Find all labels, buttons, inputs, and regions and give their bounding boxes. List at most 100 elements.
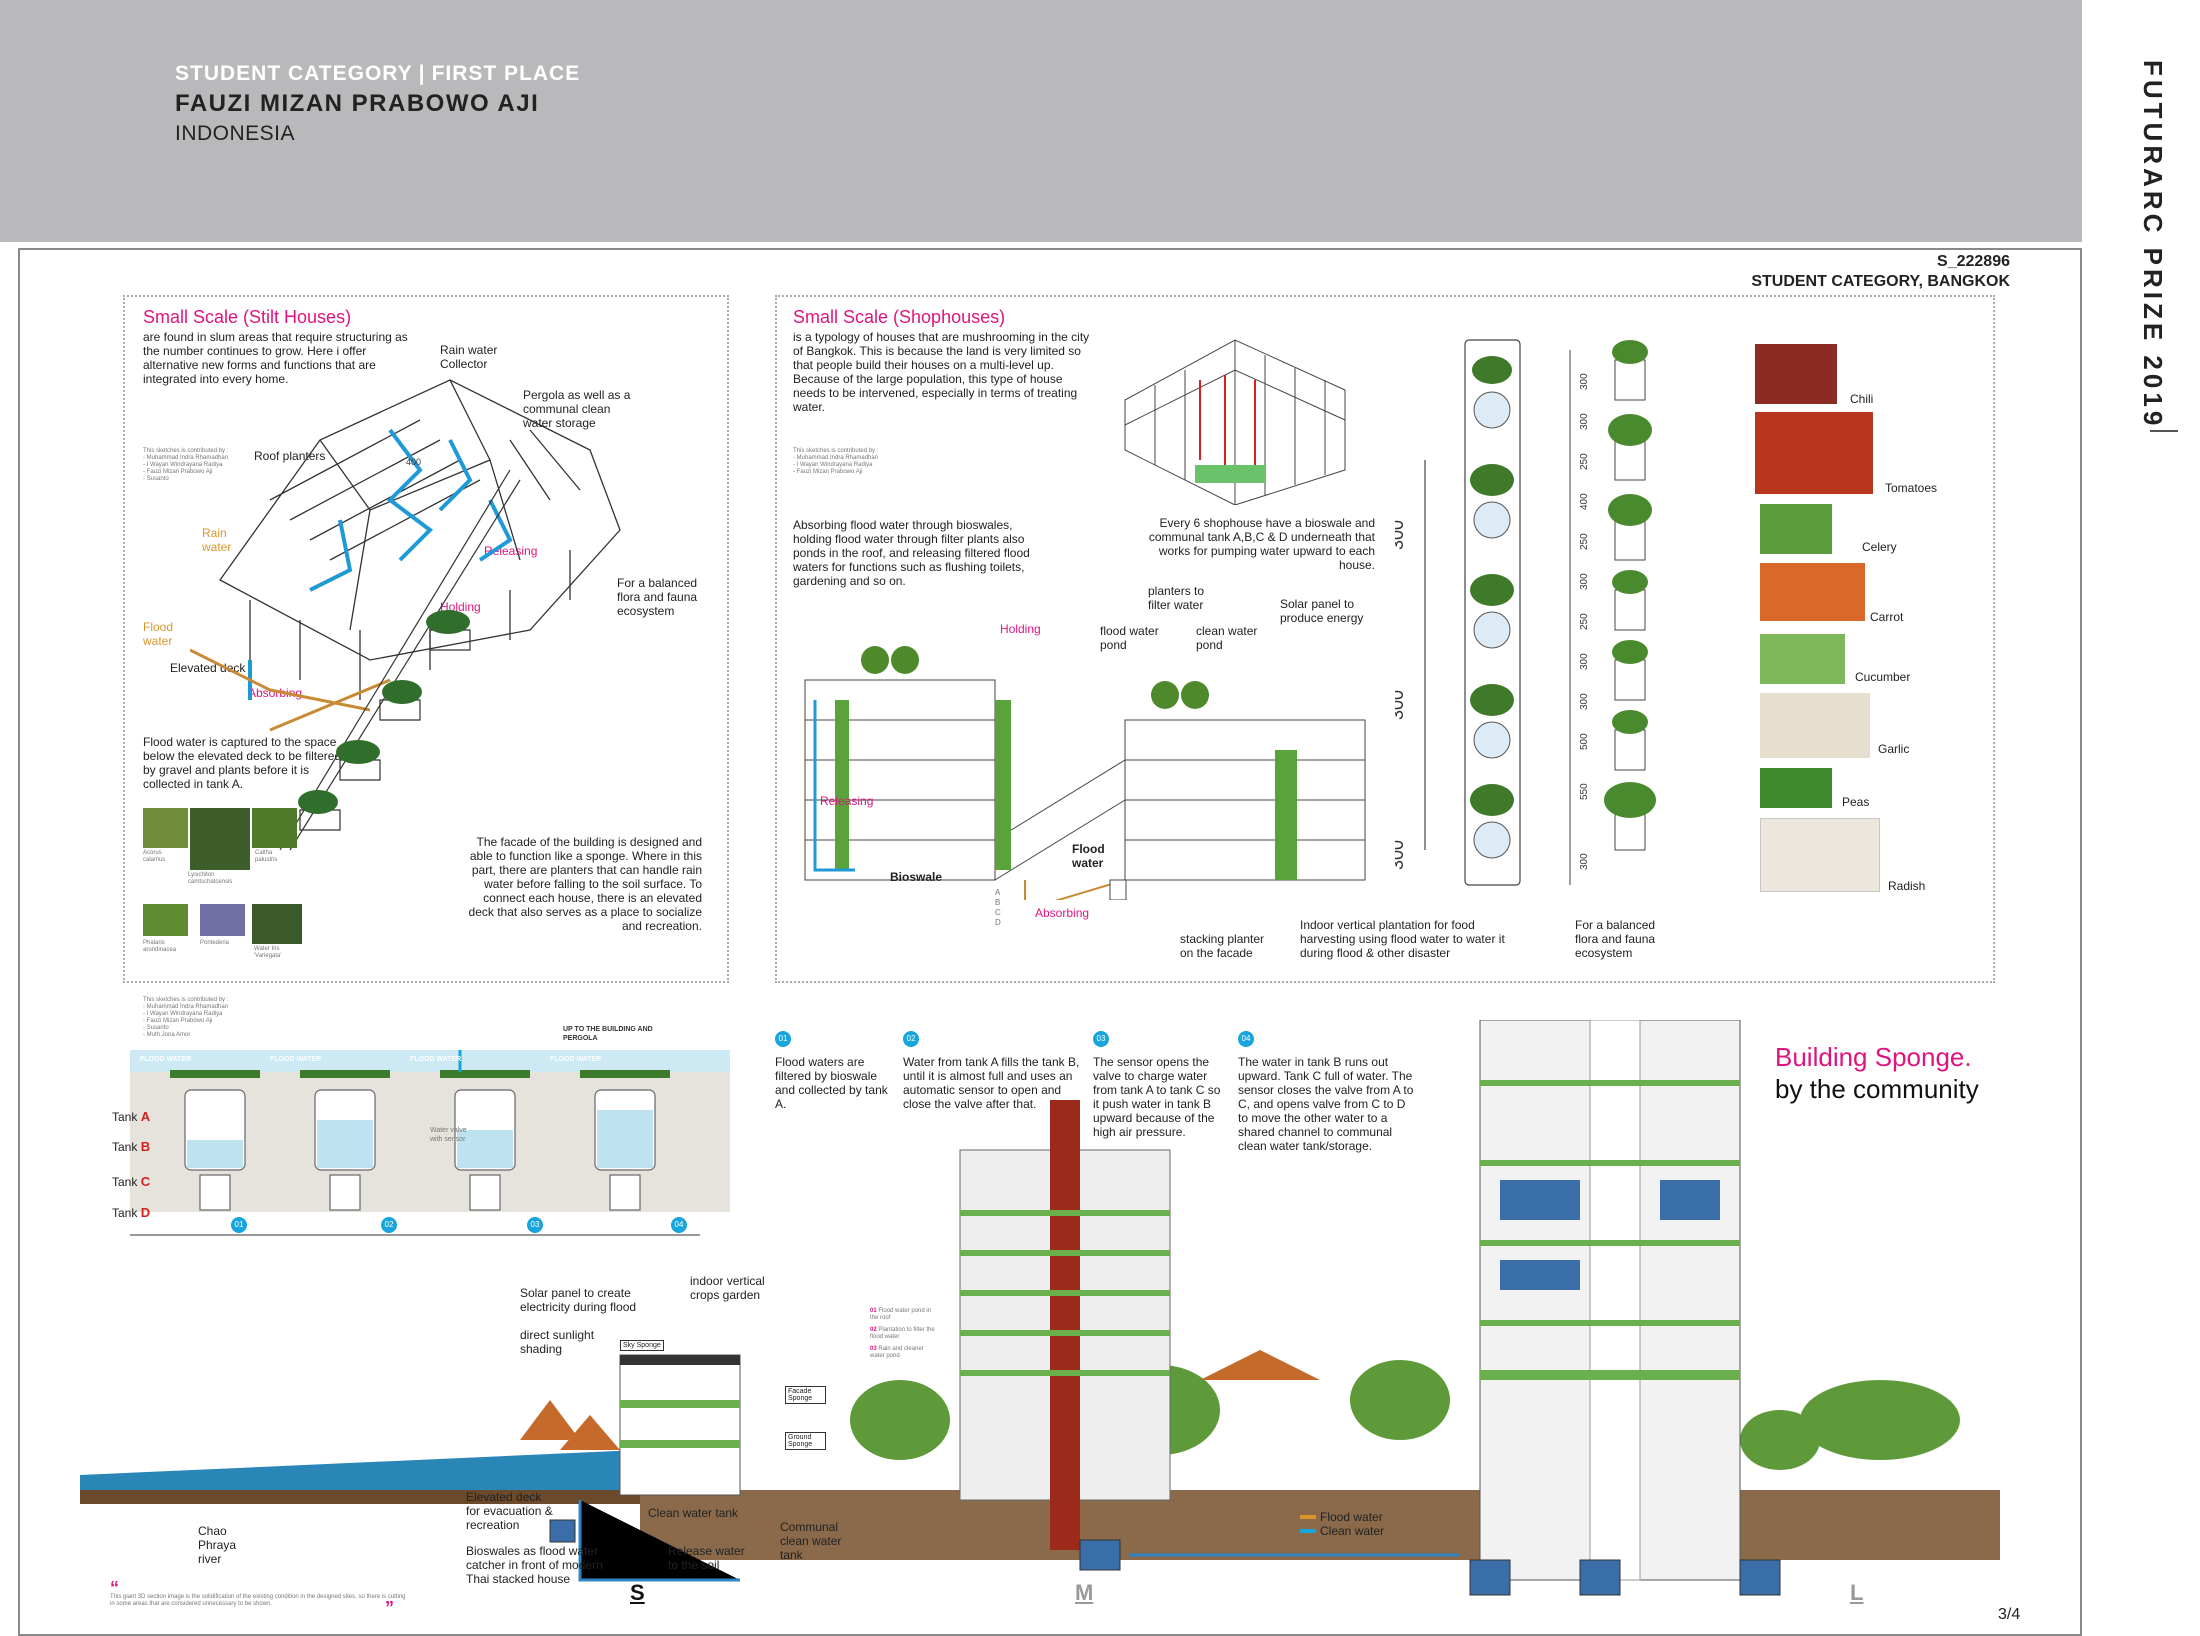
column-b-dim-12: 300 [1579, 853, 1590, 870]
vertical-planter-column-a: 300 300 300 [1395, 339, 1521, 886]
tank-section-diagram [130, 1050, 730, 1236]
category-separator: | [418, 62, 426, 85]
step-4-badge: 04 [1238, 1031, 1254, 1047]
bioswales-label: Bioswales as flood water catcher in fron… [466, 1544, 603, 1586]
section-trees [861, 646, 1209, 709]
section-quote: This giant 3D section image is the solid… [110, 1594, 406, 1607]
axon-red-pipes [1199, 375, 1256, 470]
plant-name-iris: Water Iris 'Variegata' [254, 946, 282, 959]
flood-water-band [130, 1050, 730, 1072]
tank-num-01: 01 [231, 1217, 247, 1233]
column-b-dim-11: 550 [1579, 783, 1590, 800]
column-a-pots [1473, 391, 1511, 859]
flood-swatch [1300, 1515, 1316, 1519]
scale-letter-s: S [630, 1580, 645, 1605]
section-solar-label: Solar panel to create electricity during… [520, 1286, 637, 1314]
sky-sponge-tag: Sky Sponge [620, 1340, 664, 1351]
veg-photo-chili [1755, 344, 1837, 404]
indoor-crops-label: indoor vertical crops garden [690, 1274, 765, 1302]
tank-contributors: This sketches is contributed by : - Muha… [143, 997, 229, 1038]
water-pipes [248, 428, 513, 700]
clean-pond-label: clean water pond [1196, 624, 1258, 652]
tank-a-label: Tank A [112, 1109, 151, 1125]
sponge-title: Building Sponge. [1775, 1042, 1972, 1072]
shop-balanced-label: For a balanced flora and fauna ecosystem [1575, 918, 1656, 960]
shop-releasing-label: Releasing [820, 794, 874, 808]
section-lines [804, 679, 1366, 881]
stacking-planter-label: stacking planter on the facade [1180, 932, 1265, 960]
section-tank [1109, 879, 1127, 900]
section-planters [835, 700, 1297, 880]
column-b-dim-9: 300 [1579, 693, 1590, 710]
step-4-text: The water in tank B runs out upward. Tan… [1238, 1055, 1414, 1153]
clean-swatch [1300, 1529, 1316, 1533]
column-b-plants [1604, 340, 1656, 818]
shop-absorbing-label: Absorbing [1035, 906, 1090, 920]
header-band [0, 0, 2082, 242]
sunlight-label: direct sunlight shading [520, 1328, 595, 1356]
flood-tag-2: FLOOD WATER [270, 1056, 322, 1063]
category-label: STUDENT CATEGORY [175, 62, 413, 85]
release-water-label: Release water to the soil [668, 1544, 745, 1572]
veg-label-cucumber: Cucumber [1855, 670, 1911, 684]
stilt-intro: are found in slum areas that require str… [143, 330, 408, 386]
shophouse-title: Small Scale (Shophouses) [793, 307, 1006, 327]
section-flood-flow [1024, 879, 1126, 900]
stilt-title: Small Scale (Stilt Houses) [143, 307, 352, 327]
facade-plants [298, 610, 470, 814]
tank-num-04: 04 [671, 1217, 687, 1233]
step-3-text: The sensor opens the valve to charge wat… [1093, 1055, 1221, 1139]
indoor-vertical-label: Indoor vertical plantation for food harv… [1300, 918, 1505, 960]
veg-label-celery: Celery [1862, 540, 1897, 554]
rain-collector-label: Rain water Collector [440, 343, 498, 371]
stilt-house-sketch: 400 [190, 379, 621, 851]
water-pipes [578, 1500, 1460, 1582]
planters-filter-label: planters to filter water [1148, 584, 1205, 612]
veg-photo-peas [1760, 768, 1832, 808]
section-key: 01 Flood water pond in the roof 02 Plant… [870, 1308, 935, 1359]
dim-400: 400 [406, 457, 421, 467]
column-a-plants [1470, 356, 1514, 816]
veg-label-chili: Chili [1850, 392, 1874, 406]
shophouse-intro: is a typology of houses that are mushroo… [793, 330, 1090, 414]
plant-photo-phalaris [143, 904, 188, 936]
water-legend: Flood water Clean water [1300, 1510, 1384, 1538]
shop-flood-water-label: Flood water [1072, 842, 1105, 870]
column-b-dim-1: 300 [1579, 373, 1590, 390]
flood-tag-1: FLOOD WATER [140, 1056, 192, 1063]
plant-name-acorus: Acorus calamus [143, 850, 166, 863]
plant-name-phalaris: Phalaris arundinacea [143, 940, 177, 953]
flood-captured-text: Flood water is captured to the space bel… [143, 735, 342, 791]
bioswale-label: Bioswale [890, 870, 943, 884]
roof-planters-label: Roof planters [254, 449, 326, 463]
step-1-text: Flood waters are filtered by bioswale an… [775, 1055, 888, 1111]
column-b-dim-4: 400 [1579, 493, 1590, 510]
tank-d-label: Tank D [112, 1205, 151, 1221]
up-to-building-label: UP TO THE BUILDING AND PERGOLA [563, 1026, 653, 1042]
author-country: INDONESIA [175, 122, 296, 145]
medium-tower [959, 1100, 1171, 1550]
column-b-dim-7: 250 [1579, 613, 1590, 630]
step-1-badge: 01 [775, 1031, 791, 1047]
flood-tag-3: FLOOD WATER [410, 1056, 462, 1063]
tank-num-02: 02 [381, 1217, 397, 1233]
shophouse-panel [775, 295, 1995, 983]
column-b-dim-5: 250 [1579, 533, 1590, 550]
facade-sponge-tag: Facade Sponge [785, 1386, 826, 1404]
vertical-planter-column-b: 300 300 250 400 250 300 250 300 300 500 … [1569, 340, 1656, 885]
every6-text: Every 6 shophouse have a bioswale and co… [1148, 516, 1375, 572]
clean-tank-label: Clean water tank [648, 1506, 739, 1520]
column-b-dim-8: 300 [1579, 653, 1590, 670]
pergola-label: Pergola as well as a communal clean wate… [523, 388, 631, 430]
quote-close-icon: ” [385, 1598, 394, 1618]
veg-photo-garlic [1760, 693, 1870, 758]
tank-b-label: Tank B [112, 1139, 151, 1155]
veg-label-tomatoes: Tomatoes [1885, 481, 1938, 495]
side-divider [2150, 430, 2178, 432]
plant-photo-pontederia [200, 904, 245, 936]
rain-water-label: Rain water [202, 526, 232, 554]
section-water-pipe [813, 700, 855, 872]
stilt-contributors: This sketches is contributed by : - Muha… [143, 448, 229, 482]
board-category: STUDENT CATEGORY, BANGKOK [1751, 273, 2010, 290]
plant-name-pontederia: Pontederia [200, 940, 230, 946]
